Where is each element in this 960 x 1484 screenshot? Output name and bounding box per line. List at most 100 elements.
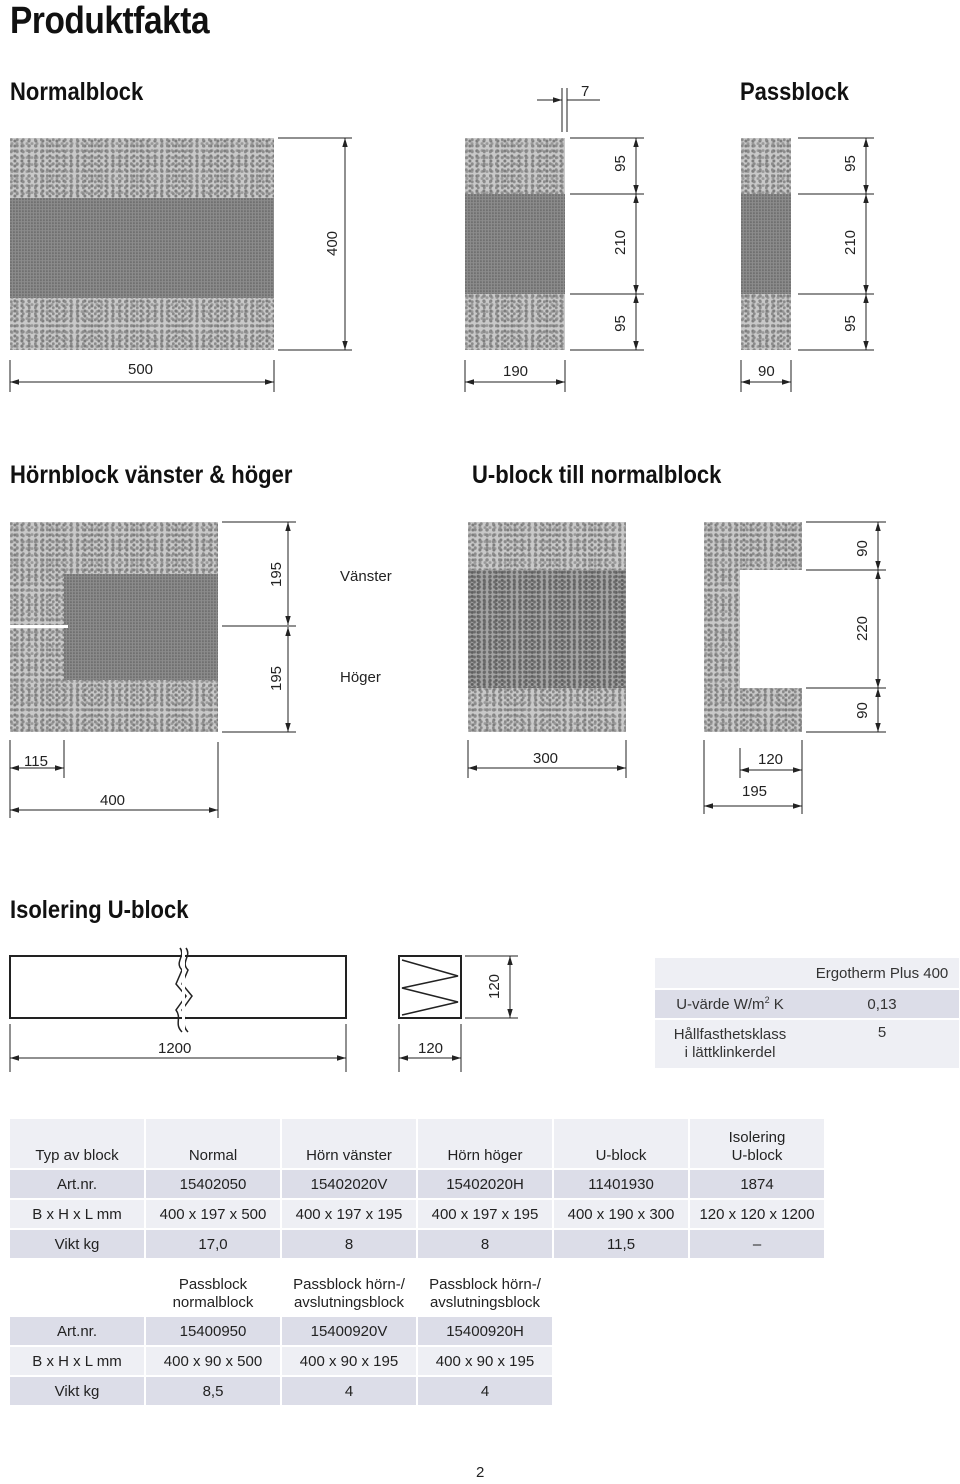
table-cell: 400 x 90 x 195: [418, 1347, 552, 1375]
passblock-left-core: [465, 194, 565, 294]
properties-row-uvalue-value: 0,13: [805, 989, 959, 1020]
hornblock-top-dim: 195: [268, 561, 286, 588]
table-cell: 4: [282, 1377, 416, 1405]
hornblock-offset-dim: 115: [24, 753, 48, 770]
dimension-lines-middle: [9, 521, 886, 818]
hornblock-left-label: Vänster: [340, 568, 392, 585]
passblock-gap-dim: 7: [581, 83, 590, 100]
table-cell: 120 x 120 x 1200: [690, 1200, 824, 1228]
table-cell: 15402050: [146, 1170, 280, 1198]
table-cell: 4: [418, 1377, 552, 1405]
table-cell: 400 x 197 x 500: [146, 1200, 280, 1228]
normalblock-title: Normalblock: [10, 78, 144, 106]
properties-table: Ergotherm Plus 400 U-värde W/m2 K 0,13 H…: [655, 958, 959, 1070]
ublock-front-core: [468, 570, 626, 688]
passblock-left-top-dim: 95: [611, 155, 629, 172]
table-header-cell: Passblock hörn-/avslutningsblock: [418, 1266, 552, 1315]
passblock-right-core: [741, 194, 791, 294]
isolering-side-height-dim: 120: [486, 973, 504, 1000]
table-header-cell: Hörn höger: [418, 1119, 552, 1168]
table-cell: 400 x 90 x 500: [146, 1347, 280, 1375]
table-cell: 400 x 190 x 300: [554, 1200, 688, 1228]
table-cell: 15402020V: [282, 1170, 416, 1198]
ublock-top-dim: 90: [853, 540, 871, 557]
dimension-lines-top: [9, 88, 874, 392]
table-row: Vikt kg 8,5 4 4: [10, 1377, 552, 1405]
passblock-left-image: [465, 138, 565, 350]
properties-row-strength-value: 5: [805, 1019, 959, 1070]
table-row: Art.nr. 15402050 15402020V 15402020H 114…: [10, 1170, 824, 1198]
passblock-left-bot-dim: 95: [611, 315, 629, 332]
table-row: B x H x L mm 400 x 197 x 500 400 x 197 x…: [10, 1200, 824, 1228]
table-cell: 15400920H: [418, 1317, 552, 1345]
passblock-right-width-dim: 90: [758, 363, 775, 380]
table-cell: B x H x L mm: [10, 1347, 144, 1375]
hornblock-width-dim: 400: [100, 792, 126, 809]
ublock-bot-dim: 90: [853, 702, 871, 719]
table-header-cell: Passblock hörn-/avslutningsblock: [282, 1266, 416, 1315]
table-cell: Art.nr.: [10, 1317, 144, 1345]
ublock-length-dim: 300: [533, 750, 559, 767]
table-cell: 15402020H: [418, 1170, 552, 1198]
table-cell: 17,0: [146, 1230, 280, 1258]
table-header-cell: Typ av block: [10, 1119, 144, 1168]
ublock-side-channel: [740, 570, 802, 688]
passblock-right-top-dim: 95: [841, 155, 859, 172]
table-cell: 11401930: [554, 1170, 688, 1198]
table-cell: 400 x 90 x 195: [282, 1347, 416, 1375]
passblock-right-bot-dim: 95: [841, 315, 859, 332]
table-header-cell: Hörn vänster: [282, 1119, 416, 1168]
hornblock-right-label: Höger: [340, 669, 381, 686]
normalblock-image: [10, 138, 274, 350]
table-cell: 15400920V: [282, 1317, 416, 1345]
passblock-title: Passblock: [740, 78, 849, 106]
table-cell: B x H x L mm: [10, 1200, 144, 1228]
table-cell: Vikt kg: [10, 1377, 144, 1405]
hornblock-bottom-dim: 195: [268, 665, 286, 692]
table-row: B x H x L mm 400 x 90 x 500 400 x 90 x 1…: [10, 1347, 552, 1375]
properties-row-uvalue-label: U-värde W/m2 K: [655, 989, 805, 1020]
table-cell: 8: [418, 1230, 552, 1258]
normalblock-core: [10, 198, 274, 298]
normalblock-width-dim: 500: [128, 361, 154, 378]
table-header-cell: [10, 1266, 144, 1315]
table-cell: Vikt kg: [10, 1230, 144, 1258]
table-cell: Art.nr.: [10, 1170, 144, 1198]
hornblock-core: [64, 574, 218, 680]
ublock-side-image: [704, 522, 802, 732]
hornblock-image: [10, 522, 218, 732]
product-table-main: Typ av block Normal Hörn vänster Hörn hö…: [8, 1117, 826, 1260]
isolering-drawing: [9, 947, 518, 1072]
ublock-mid-dim: 220: [854, 615, 872, 642]
page-title: Produktfakta: [10, 0, 210, 42]
table-cell: 8,5: [146, 1377, 280, 1405]
passblock-right-mid-dim: 210: [842, 229, 860, 256]
table-cell: 1874: [690, 1170, 824, 1198]
table-cell: 400 x 197 x 195: [282, 1200, 416, 1228]
table-cell: –: [690, 1230, 824, 1258]
isolering-length-dim: 1200: [158, 1040, 192, 1057]
normalblock-height-dim: 400: [324, 230, 342, 257]
table-row: Vikt kg 17,0 8 8 11,5 –: [10, 1230, 824, 1258]
table-header-cell: Normal: [146, 1119, 280, 1168]
hornblock-split: [10, 625, 68, 628]
table-header-row: Typ av block Normal Hörn vänster Hörn hö…: [10, 1119, 824, 1168]
passblock-left-width-dim: 190: [503, 363, 529, 380]
ublock-front-image: [468, 522, 626, 732]
table-cell: 8: [282, 1230, 416, 1258]
table-row: Art.nr. 15400950 15400920V 15400920H: [10, 1317, 552, 1345]
table-cell: 400 x 197 x 195: [418, 1200, 552, 1228]
isolering-side-width-dim: 120: [418, 1040, 444, 1057]
ublock-width-dim: 195: [742, 783, 768, 800]
passblock-left-mid-dim: 210: [612, 229, 630, 256]
table-cell: 11,5: [554, 1230, 688, 1258]
table-header-cell: U-block: [554, 1119, 688, 1168]
hornblock-title: Hörnblock vänster & höger: [10, 461, 293, 489]
properties-header: Ergotherm Plus 400: [805, 958, 959, 990]
page-number: 2: [476, 1464, 485, 1481]
